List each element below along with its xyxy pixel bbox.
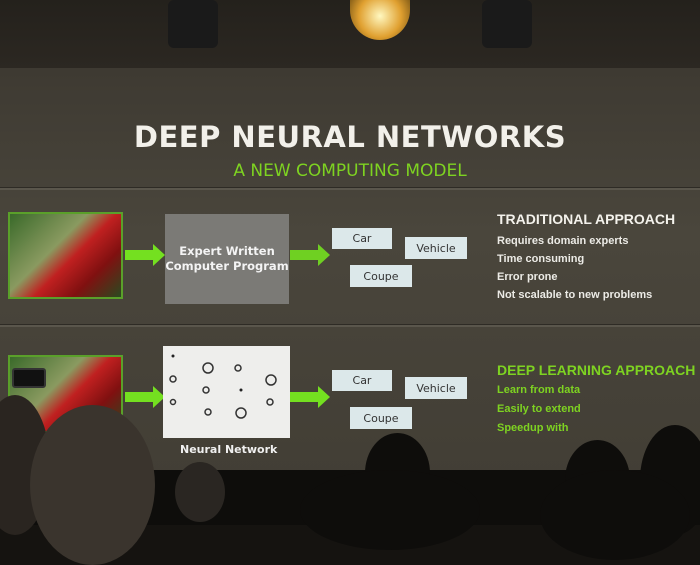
slide-title: DEEP NEURAL NETWORKS	[133, 120, 567, 154]
slide-subtitle: A NEW COMPUTING MODEL	[233, 161, 467, 181]
phone-camera	[12, 368, 46, 388]
label-vehicle: Vehicle	[405, 377, 467, 399]
label-car: Car	[332, 228, 392, 249]
deep-learning-item: Learn from data	[497, 384, 581, 396]
traditional-item: Not scalable to new problems	[497, 289, 653, 301]
traditional-item: Time consuming	[497, 253, 585, 265]
label-coupe: Coupe	[350, 407, 412, 429]
stage-light-left	[168, 0, 218, 48]
label-coupe: Coupe	[350, 265, 412, 287]
car-image-traditional	[8, 212, 123, 299]
stage-light-right	[482, 0, 532, 48]
arrow-icon	[125, 244, 165, 266]
label-vehicle: Vehicle	[405, 237, 467, 259]
audience-shoulders	[540, 470, 690, 560]
deep-learning-item: Easily to extend	[497, 403, 581, 415]
audience-head	[30, 405, 155, 565]
deep-learning-item: Speedup with	[497, 422, 569, 434]
deep-learning-heading: DEEP LEARNING APPROACH	[497, 362, 696, 378]
arrow-icon	[290, 244, 330, 266]
network-nodes-icon	[169, 354, 277, 419]
divider-top	[0, 187, 700, 190]
neural-network-label: Neural Network	[180, 443, 278, 456]
arrow-icon	[125, 386, 165, 408]
arrow-icon	[290, 386, 330, 408]
divider-middle	[0, 324, 700, 327]
audience-head	[175, 462, 225, 522]
expert-program-box: Expert Written Computer Program	[165, 214, 289, 304]
audience-shoulders	[300, 470, 480, 550]
traditional-item: Requires domain experts	[497, 235, 629, 247]
label-car: Car	[332, 370, 392, 391]
neural-network-diagram	[163, 346, 290, 438]
traditional-heading: TRADITIONAL APPROACH	[497, 211, 676, 227]
traditional-item: Error prone	[497, 271, 558, 283]
